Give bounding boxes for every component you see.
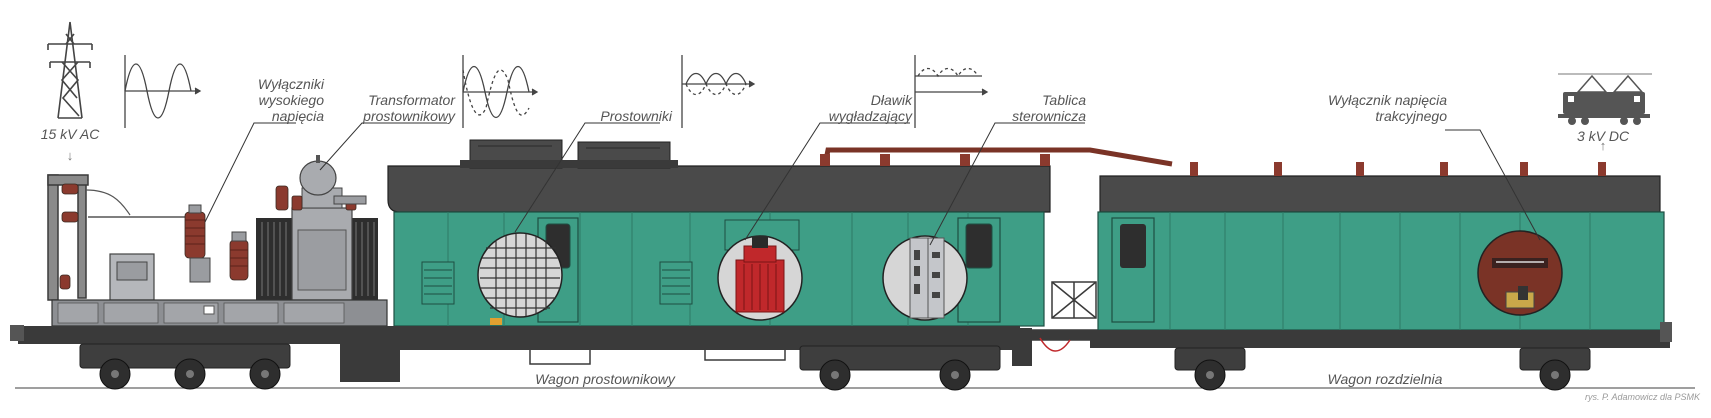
distribution-wagon bbox=[1090, 162, 1672, 391]
choke-cutaway bbox=[717, 235, 803, 321]
input-arrow: ↓ bbox=[67, 148, 74, 163]
output-arrow: ↑ bbox=[1600, 138, 1607, 153]
rectifier-wagon bbox=[340, 139, 1173, 391]
output-voltage-label: 3 kV DC bbox=[1576, 128, 1630, 144]
smoothed-dc-wave-icon bbox=[914, 55, 989, 128]
source-voltage-label: 15 kV AC bbox=[40, 126, 100, 142]
leader-lines bbox=[204, 122, 1541, 246]
locomotive-icon bbox=[1558, 73, 1652, 125]
control-panel-label: Tablica sterownicza bbox=[1012, 92, 1086, 124]
transformer-body bbox=[256, 155, 378, 301]
transformer-label: Transformator prostownikowy bbox=[363, 92, 455, 124]
rectifier-wagon-label: Wagon prostownikowy bbox=[535, 371, 675, 387]
flat-wagon bbox=[10, 155, 388, 390]
traction-breaker-cutaway bbox=[1477, 230, 1563, 316]
rectifiers-label: Prostowniki bbox=[600, 108, 672, 124]
rectified-wave-icon bbox=[681, 55, 756, 128]
distribution-wagon-label: Wagon rozdzielnia bbox=[1327, 371, 1443, 387]
coupling bbox=[1029, 281, 1111, 352]
credit-text: rys. P. Adamowicz dla PSMK bbox=[1584, 392, 1700, 402]
rectifier-cutaway bbox=[477, 232, 563, 318]
three-phase-wave-icon bbox=[462, 55, 539, 128]
choke-label: Dławik wygładzający bbox=[828, 92, 912, 124]
pylon-icon bbox=[47, 21, 93, 119]
ac-sine-wave-icon bbox=[124, 55, 202, 128]
control-panel-cutaway bbox=[882, 235, 968, 321]
traction-breaker-label: Wyłącznik napięcia trakcyjnego bbox=[1327, 92, 1447, 124]
hv-breakers-label: Wyłączniki wysokiego napięcia bbox=[257, 76, 324, 124]
